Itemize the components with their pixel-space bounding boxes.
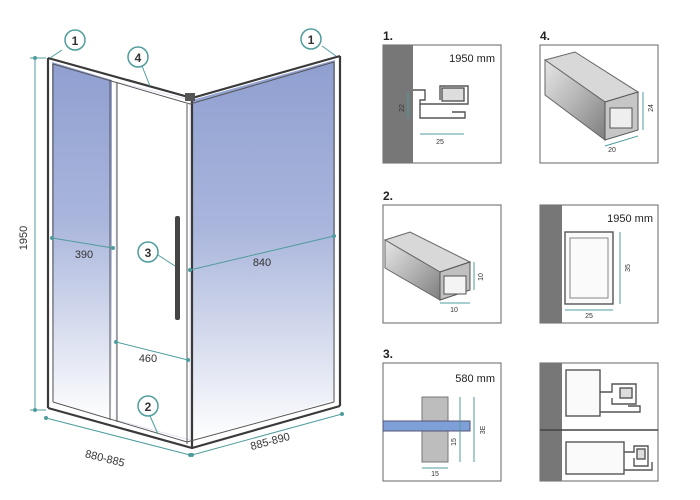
detail-5-length: 1950 mm xyxy=(607,213,653,225)
detail-5-dim-h: 35 xyxy=(625,264,632,272)
detail-5: 1950 mm 35 25 xyxy=(539,204,659,324)
side-width-label: 885-890 xyxy=(249,431,291,453)
detail-1-number: 1. xyxy=(383,29,393,43)
front-fixed-glass xyxy=(52,62,112,420)
detail-3-number: 3. xyxy=(383,347,393,361)
detail-3: 3. 580 mm 15 3E 15 xyxy=(382,347,502,482)
marker-1-left: 1 xyxy=(49,29,86,59)
detail-4-dim-w: 20 xyxy=(608,147,616,154)
detail-1: 1. 1950 mm 22 25 xyxy=(382,29,502,164)
detail-3-dim-h: 15 xyxy=(451,438,458,446)
door-handle xyxy=(175,216,180,320)
detail-2: 2. 10 10 xyxy=(382,189,502,324)
svg-text:2: 2 xyxy=(145,400,152,414)
side-glass-panel xyxy=(192,60,335,440)
side-width-dimension xyxy=(191,413,343,456)
detail-1-dim-h: 22 xyxy=(399,104,406,112)
detail-3-glass-bar xyxy=(382,420,471,432)
detail-6 xyxy=(539,362,659,482)
svg-text:1: 1 xyxy=(72,34,79,48)
front-width-dimension xyxy=(45,417,191,456)
detail-3-dim-total: 3E xyxy=(480,425,487,434)
corner-joint xyxy=(185,93,195,101)
side-panel-width-label: 840 xyxy=(253,257,271,269)
svg-text:1: 1 xyxy=(308,33,315,47)
detail-2-dim-w: 10 xyxy=(450,307,458,314)
detail-4: 4. 24 20 xyxy=(539,29,659,164)
door-opening-dimension xyxy=(115,341,189,361)
side-panel-dimension xyxy=(189,235,335,271)
marker-4: 4 xyxy=(127,46,151,87)
detail-2-number: 2. xyxy=(383,189,393,203)
height-dimension xyxy=(30,57,46,411)
detail-1-length: 1950 mm xyxy=(449,53,495,65)
height-label: 1950 xyxy=(18,226,30,250)
fixed-panel-width-label: 390 xyxy=(75,249,93,261)
detail-4-number: 4. xyxy=(540,29,550,43)
enclosure-inner-frame xyxy=(52,61,335,444)
marker-1-right: 1 xyxy=(300,28,337,57)
detail-6-wall xyxy=(540,363,562,481)
detail-5-wall xyxy=(540,205,562,323)
marker-3: 3 xyxy=(137,241,176,267)
door-opening-label: 460 xyxy=(139,353,157,365)
detail-3-length: 580 mm xyxy=(455,373,495,385)
svg-text:3: 3 xyxy=(145,246,152,260)
fixed-panel-dimension xyxy=(51,237,114,249)
detail-4-dim-h: 24 xyxy=(648,104,655,112)
detail-5-dim-w: 25 xyxy=(585,313,593,320)
detail-3-dim-w: 15 xyxy=(431,471,439,478)
svg-text:4: 4 xyxy=(135,51,142,65)
marker-2: 2 xyxy=(137,395,159,435)
detail-1-dim-w: 25 xyxy=(436,139,444,146)
detail-2-dim-h: 10 xyxy=(478,273,485,281)
enclosure: 1950 390 840 460 880-885 xyxy=(18,28,344,470)
front-width-label: 880-885 xyxy=(84,448,126,469)
